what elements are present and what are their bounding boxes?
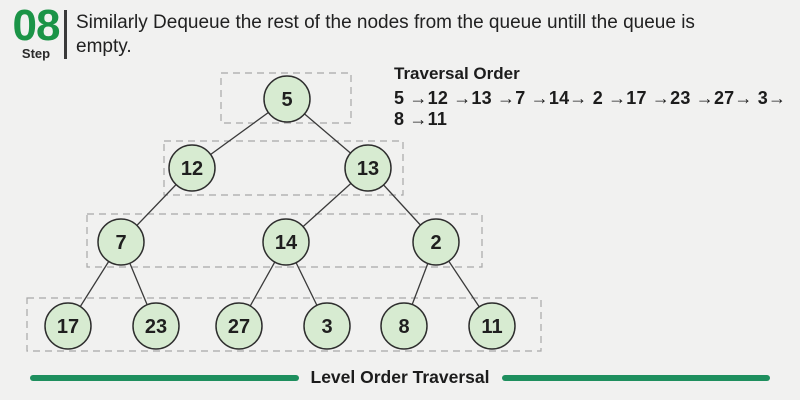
tree-node-23: 23 (132, 302, 180, 350)
tree-node-8: 8 (380, 302, 428, 350)
tree-node-circle (412, 218, 460, 266)
tree-node-5: 5 (263, 75, 311, 123)
tree-node-27: 27 (215, 302, 263, 350)
tree-node-14: 14 (262, 218, 310, 266)
level-box-3 (86, 213, 483, 268)
tree-node-label: 23 (145, 316, 167, 338)
tree-node-13: 13 (344, 144, 392, 192)
step-number: 08 (12, 1, 61, 50)
traversal-order-title: Traversal Order (394, 64, 520, 83)
tree-node-circle (168, 144, 216, 192)
tree-node-17: 17 (44, 302, 92, 350)
tree-node-label: 12 (181, 158, 203, 180)
tree-node-label: 27 (228, 316, 250, 338)
step-label: Step (21, 46, 51, 61)
tree-node-7: 7 (97, 218, 145, 266)
level-box-2 (163, 140, 404, 196)
tree-node-3: 3 (303, 302, 351, 350)
traversal-order-sequence: 5 →12 →13 →7 →14→ 2 →17 →23 →27→ 3→ 8 →1… (394, 88, 787, 129)
tree-node-circle (468, 302, 516, 350)
tree-node-circle (303, 302, 351, 350)
tree-node-label: 14 (275, 232, 298, 254)
tree-node-circle (215, 302, 263, 350)
tree-node-label: 8 (398, 316, 409, 338)
tree-node-circle (344, 144, 392, 192)
tree-node-label: 5 (281, 89, 292, 111)
tree-node-12: 12 (168, 144, 216, 192)
traversal-order-panel: Traversal Order 5 →12 →13 →7 →14→ 2 →17 … (394, 64, 800, 130)
tree-node-11: 11 (468, 302, 516, 350)
footer-rule-right (501, 374, 770, 381)
tree-node-label: 7 (115, 232, 126, 254)
tree-node-circle (132, 302, 180, 350)
header-divider (64, 10, 67, 59)
tree-node-label: 13 (357, 158, 379, 180)
tree-node-circle (263, 75, 311, 123)
tree-node-label: 11 (481, 316, 502, 338)
level-box-4 (26, 297, 542, 352)
tree-node-label: 2 (430, 232, 441, 254)
level-box-1 (220, 72, 352, 124)
footer-title: Level Order Traversal (310, 367, 490, 387)
tree-node-circle (44, 302, 92, 350)
tree-node-circle (97, 218, 145, 266)
tree-node-circle (262, 218, 310, 266)
tree-node-circle (380, 302, 428, 350)
tree-node-2: 2 (412, 218, 460, 266)
footer: Level Order Traversal (0, 367, 800, 388)
step-badge: 08 Step (10, 1, 62, 62)
footer-rule-left (30, 374, 299, 381)
tree-node-label: 3 (321, 316, 332, 338)
tree-node-label: 17 (57, 316, 79, 338)
step-description: Similarly Dequeue the rest of the nodes … (76, 12, 695, 57)
